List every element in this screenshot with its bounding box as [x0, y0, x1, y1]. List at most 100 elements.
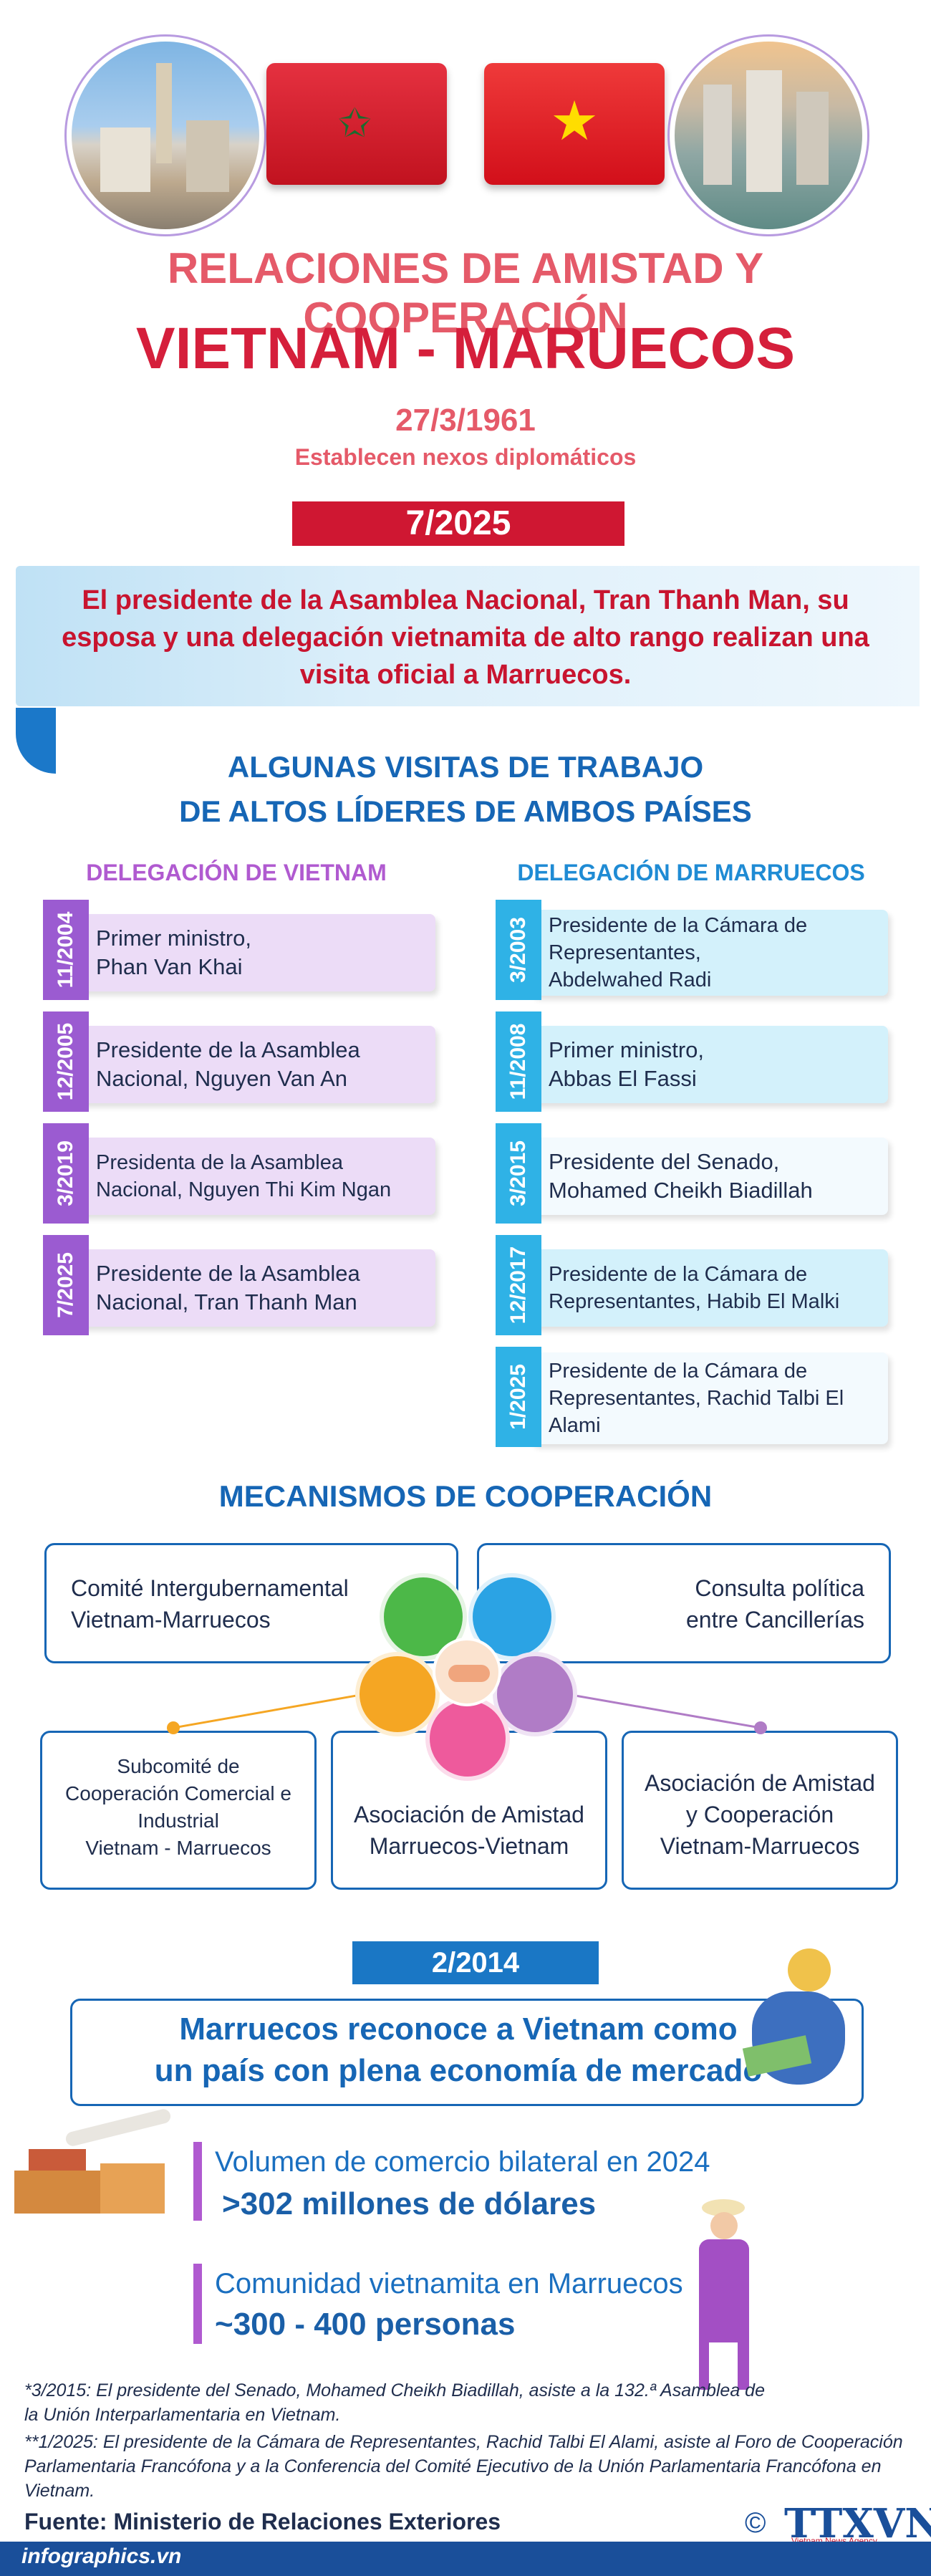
morocco-visit-item: Presidente de la Cámara de Representante… — [496, 1347, 889, 1447]
main-title-line1: RELACIONES DE AMISTAD Y COOPERACIÓN — [167, 244, 764, 342]
visit-line2: Phan Van Khai — [96, 954, 243, 979]
visit-description: Presidente de la Cámara de Representante… — [549, 912, 807, 994]
visit-line1: Presidente de la Cámara de — [549, 1263, 808, 1286]
vietnam-visit-item: Primer ministro, Phan Van Khai 11/2004 — [43, 900, 437, 1000]
mechanism-box: Subcomité de Cooperación Comercial e Ind… — [40, 1731, 317, 1890]
morocco-visit-item: Presidente del Senado, Mohamed Cheikh Bi… — [496, 1123, 889, 1224]
visit-line2: Nacional, Nguyen Van An — [96, 1066, 347, 1091]
mechanism-line1: Consulta política — [695, 1575, 864, 1601]
visit-line2: Nacional, Tran Thanh Man — [96, 1289, 357, 1315]
visit-description: Primer ministro, Phan Van Khai — [96, 924, 251, 981]
visit-date: 3/2019 — [54, 1140, 77, 1206]
mechanism-line2: Vietnam-Marruecos — [71, 1607, 271, 1633]
mechanism-text: Consulta política entre Cancillerías — [686, 1572, 864, 1635]
visit-line3: Alami — [549, 1414, 601, 1437]
vietnam-delegation-heading: DELEGACIÓN DE VIETNAM — [86, 860, 387, 885]
visit-description: Presidente del Senado, Mohamed Cheikh Bi… — [549, 1148, 813, 1205]
footnote-line: la Unión Interparlamentaria en Vietnam. — [24, 2405, 341, 2425]
footnote-line: Vietnam. — [24, 2481, 95, 2501]
mechanism-box: Asociación de Amistad y Cooperación Viet… — [622, 1731, 898, 1890]
economy-box — [70, 1999, 864, 2106]
morocco-visit-item: Presidente de la Cámara de Representante… — [496, 1235, 889, 1335]
morocco-flag: ✩ — [266, 63, 447, 185]
mechanism-line3: Industrial — [138, 1810, 219, 1832]
visit-line1: Presidenta de la Asamblea — [96, 1151, 343, 1174]
mechanism-line1: Asociación de Amistad — [354, 1802, 584, 1827]
visit-date: 3/2015 — [506, 1140, 530, 1206]
visit-line2: Nacional, Nguyen Thi Kim Ngan — [96, 1178, 392, 1201]
casablanca-photo — [72, 42, 259, 229]
stat-label: Comunidad vietnamita en Marruecos — [215, 2268, 683, 2299]
visit-date: 7/2025 — [54, 1252, 77, 1318]
highlight-text: El presidente de la Asamblea Nacional, T… — [62, 585, 869, 690]
hanoi-photo — [675, 42, 862, 229]
visit-line2: Mohamed Cheikh Biadillah — [549, 1178, 813, 1203]
cargo-illustration — [7, 2108, 186, 2228]
footnote-line: Parlamentaria Francófona y a la Conferen… — [24, 2456, 882, 2476]
footnote-line: *3/2015: El presidente del Senado, Moham… — [24, 2380, 765, 2400]
money-bag-icon — [742, 1948, 852, 2092]
visit-line2: Abbas El Fassi — [549, 1066, 697, 1091]
footnote-1: *3/2015: El presidente del Senado, Moham… — [24, 2378, 905, 2427]
main-title-line2: VIETNAM - MARUECOS — [135, 316, 796, 381]
visit-date: 1/2025 — [506, 1364, 530, 1430]
visit-description: Presidente de la Cámara de Representante… — [549, 1357, 844, 1439]
mechanism-line2: Marruecos-Vietnam — [369, 1833, 569, 1859]
mechanism-line2: y Cooperación — [685, 1802, 834, 1827]
mechanism-circle-pink — [425, 1696, 510, 1781]
visit-date: 11/2004 — [54, 911, 77, 989]
vietnam-visit-item: Presidenta de la Asamblea Nacional, Nguy… — [43, 1123, 437, 1224]
stat-bar — [193, 2264, 202, 2344]
visit-line3: Abdelwahed Radi — [549, 969, 712, 991]
visit-line1: Presidente del Senado, — [549, 1149, 780, 1174]
footnote-2: **1/2025: El presidente de la Cámara de … — [24, 2430, 905, 2503]
visit-line2: Representantes, — [549, 941, 701, 964]
visit-date: 12/2017 — [506, 1246, 530, 1325]
footer-bar — [0, 2542, 931, 2576]
stat-label: Volumen de comercio bilateral en 2024 — [215, 2146, 710, 2178]
stat-value: >302 millones de dólares — [222, 2186, 597, 2221]
mechanisms-title: MECANISMOS DE COOPERACIÓN — [218, 1479, 713, 1513]
footnote-line: **1/2025: El presidente de la Cámara de … — [24, 2432, 903, 2452]
hanoi-photo-frame — [667, 34, 869, 236]
star-icon: ★ — [550, 91, 599, 152]
star-icon: ✩ — [338, 100, 372, 145]
mechanism-line2: entre Cancillerías — [686, 1607, 864, 1633]
mechanism-line1: Asociación de Amistad — [645, 1770, 875, 1796]
mechanism-line3: Vietnam-Marruecos — [660, 1833, 860, 1859]
morocco-visit-item: Presidente de la Cámara de Representante… — [496, 900, 889, 1000]
visits-title-line1: ALGUNAS VISITAS DE TRABAJO — [227, 750, 704, 784]
copyright-icon: © — [745, 2507, 766, 2539]
visit-description: Primer ministro, Abbas El Fassi — [549, 1036, 704, 1093]
morocco-delegation-heading: DELEGACIÓN DE MARRUECOS — [517, 860, 865, 885]
economy-line1: Marruecos reconoce a Vietnam como — [179, 2012, 738, 2047]
visit-description: Presidente de la Asamblea Nacional, Tran… — [96, 1259, 360, 1317]
vietnam-visit-item: Presidente de la Asamblea Nacional, Tran… — [43, 1235, 437, 1335]
mechanism-circle-orange — [355, 1652, 440, 1736]
morocco-visit-item: Primer ministro, Abbas El Fassi 11/2008 — [496, 1011, 889, 1112]
mechanism-line1: Comité Intergubernamental — [71, 1575, 349, 1601]
mechanism-text: Asociación de Amistad y Cooperación Viet… — [624, 1767, 896, 1862]
source-text: Fuente: Ministerio de Relaciones Exterio… — [24, 2509, 501, 2534]
diplomatic-date-caption: Establecen nexos diplomáticos — [294, 444, 637, 470]
visit-line1: Primer ministro, — [96, 926, 252, 951]
mechanism-line4: Vietnam - Marruecos — [85, 1837, 271, 1859]
footer-site-link[interactable]: infographics.vn — [21, 2544, 182, 2568]
stat-value: ~300 - 400 personas — [215, 2307, 516, 2342]
mechanism-text: Comité Intergubernamental Vietnam-Marrue… — [71, 1572, 349, 1635]
visit-description: Presidente de la Cámara de Representante… — [549, 1261, 839, 1315]
economy-text: Marruecos reconoce a Vietnam como un paí… — [107, 2009, 809, 2092]
visit-line1: Presidente de la Cámara de — [549, 914, 808, 937]
visit-description: Presidente de la Asamblea Nacional, Nguy… — [96, 1036, 360, 1093]
vietnam-flag: ★ — [484, 63, 665, 185]
visit-description: Presidenta de la Asamblea Nacional, Nguy… — [96, 1149, 391, 1203]
economy-date-label: 2/2014 — [352, 1941, 599, 1984]
diplomatic-date: 27/3/1961 — [395, 403, 536, 438]
visit-line1: Primer ministro, — [549, 1037, 705, 1062]
economy-line2: un país con plena economía de mercado — [154, 2053, 763, 2088]
visit-date: 11/2008 — [506, 1023, 530, 1100]
mechanism-line1: Subcomité de — [117, 1755, 240, 1777]
visit-line2: Representantes, Habib El Malki — [549, 1290, 840, 1313]
handshake-icon — [433, 1638, 501, 1706]
visit-line1: Presidente de la Asamblea — [96, 1261, 360, 1286]
